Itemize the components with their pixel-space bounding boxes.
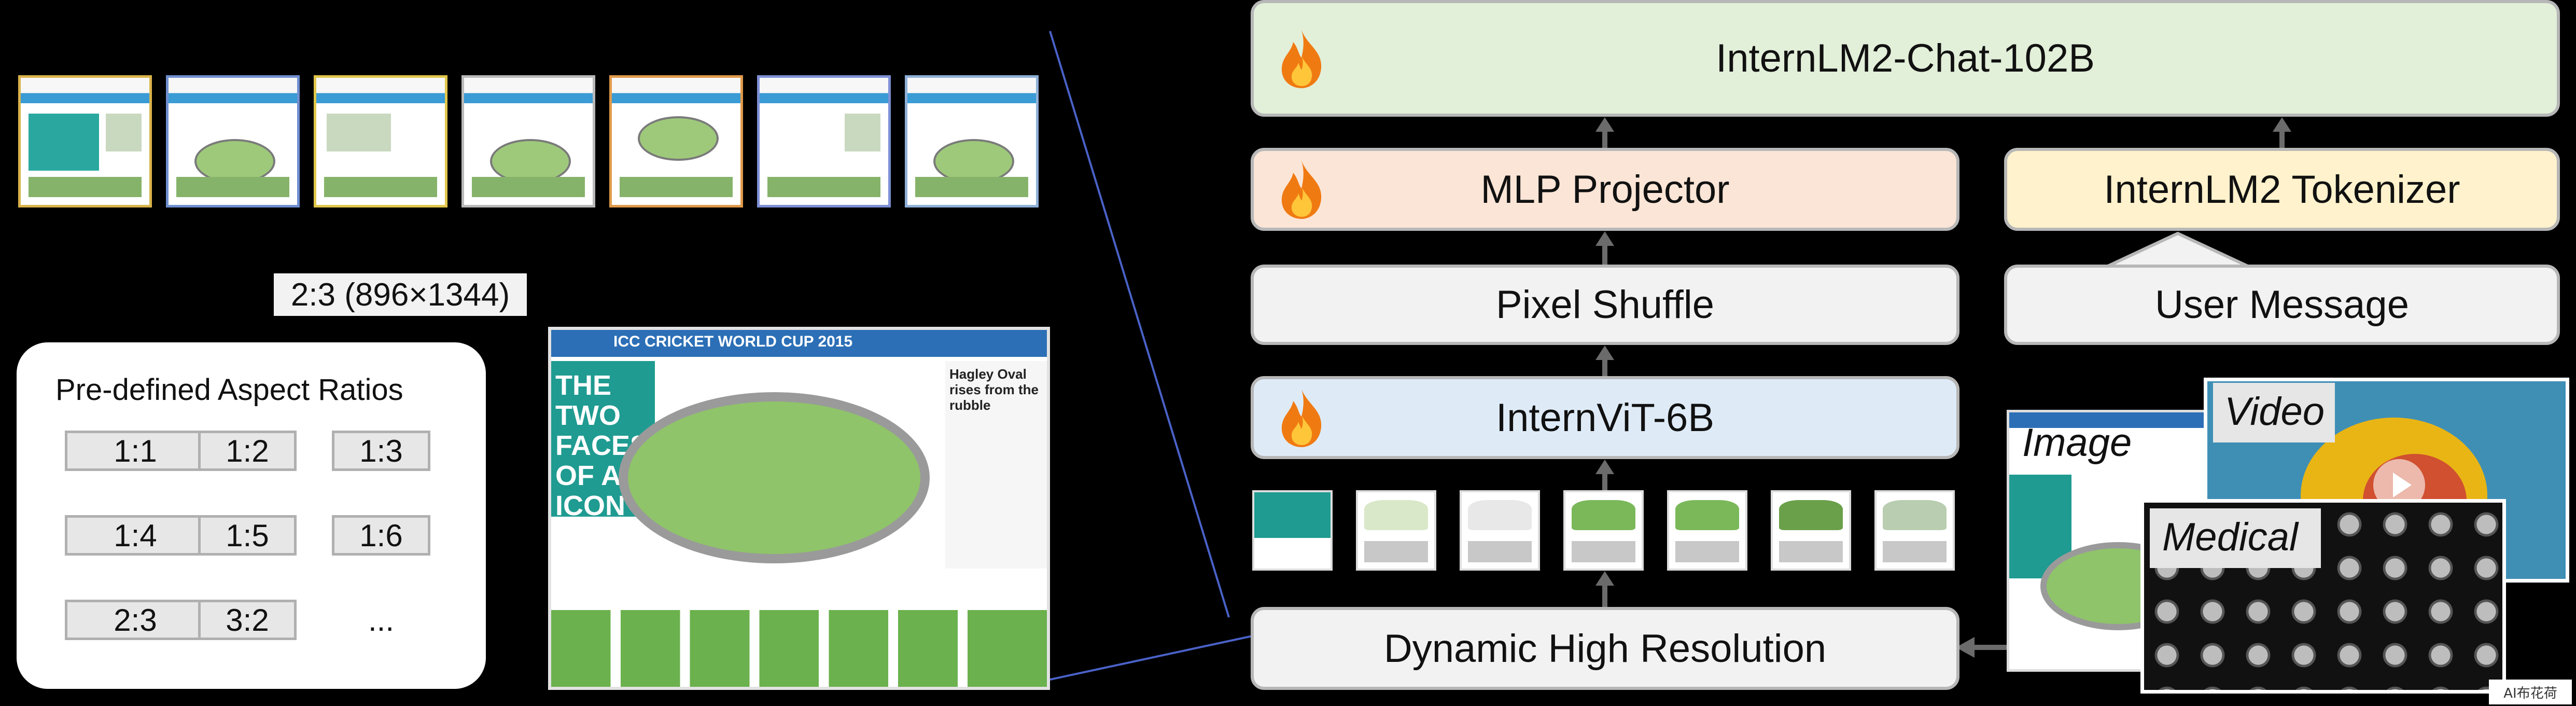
tile-thumbnail	[461, 75, 595, 207]
tile-thumbnail	[609, 75, 743, 207]
ratio-option[interactable]: 1:6	[332, 515, 430, 556]
ratio-option[interactable]: 1:1	[65, 431, 206, 471]
modality-video-label: Video	[2224, 390, 2325, 434]
image-tile	[1667, 490, 1747, 571]
tile-thumbnail	[905, 75, 1039, 207]
ratio-option[interactable]: 1:2	[198, 431, 297, 471]
flame-icon	[1281, 30, 1322, 88]
user-message-label: User Message	[2155, 283, 2409, 327]
modality-video-label-bg	[2213, 383, 2335, 442]
ratio-option[interactable]: 1:4	[65, 515, 206, 556]
connector-bottom	[1049, 634, 1255, 681]
watermark: AI布花荷	[2489, 680, 2572, 704]
arrow-dynamic-to-tiles	[1602, 584, 1607, 607]
arrow-projector-to-llm	[1602, 130, 1607, 148]
image-tile	[1563, 490, 1644, 571]
dynamic-resolution-label: Dynamic High Resolution	[1383, 626, 1827, 671]
vit-label: InternViT-6B	[1495, 395, 1715, 440]
image-bottom-strip	[551, 610, 1047, 687]
ratio-option[interactable]: 2:3	[65, 600, 206, 640]
aspect-ratios-panel: Pre-defined Aspect Ratios 1:1 1:2 1:3 1:…	[17, 342, 486, 689]
pixel-shuffle-label: Pixel Shuffle	[1495, 283, 1715, 327]
modality-medical-label: Medical	[2162, 515, 2298, 559]
modality-image-label: Image	[2022, 421, 2132, 465]
image-banner	[551, 330, 1047, 357]
arrow-tokenizer-to-llm	[2279, 130, 2285, 148]
arrow-tiles-to-vit	[1602, 472, 1607, 490]
aspect-ratios-title: Pre-defined Aspect Ratios	[55, 373, 403, 407]
user-message-pointer	[2100, 231, 2256, 270]
flame-icon	[1281, 389, 1322, 447]
ratio-option[interactable]: 3:2	[198, 600, 297, 640]
image-side-column	[945, 361, 1047, 569]
pixel-shuffle-box: Pixel Shuffle	[1251, 265, 1959, 345]
arrow-shuffle-to-projector	[1602, 244, 1607, 265]
tokenizer-box: InternLM2 Tokenizer	[2004, 148, 2560, 231]
image-tile	[1771, 490, 1851, 571]
image-tile	[1252, 490, 1333, 571]
watermark-text: AI布花荷	[2503, 685, 2557, 701]
llm-box: InternLM2-Chat-102B	[1251, 0, 2560, 117]
tile-thumbnail	[18, 75, 152, 207]
modality-medical-label-bg	[2150, 508, 2321, 568]
connector-top	[1049, 31, 1230, 618]
projector-box: MLP Projector	[1251, 148, 1959, 231]
flame-icon	[1281, 161, 1322, 219]
dynamic-resolution-box: Dynamic High Resolution	[1251, 607, 1959, 690]
tile-thumbnail	[314, 75, 447, 207]
image-side-heading: Hagley Oval rises from the rubble	[949, 366, 1039, 413]
projector-label: MLP Projector	[1480, 167, 1730, 212]
ratio-option[interactable]: 1:3	[332, 431, 430, 471]
image-tile	[1874, 490, 1955, 571]
resized-input-image: ICC CRICKET WORLD CUP 2015 THE TWO FACES…	[548, 327, 1050, 690]
ratio-option[interactable]: 1:5	[198, 515, 297, 556]
vit-box: InternViT-6B	[1251, 376, 1959, 459]
user-message-box: User Message	[2004, 265, 2560, 345]
tokenizer-label: InternLM2 Tokenizer	[2104, 167, 2460, 212]
ratio-ellipsis: ...	[368, 602, 394, 638]
image-tile	[1460, 490, 1540, 571]
image-banner-text: ICC CRICKET WORLD CUP 2015	[613, 333, 853, 350]
image-stadium	[619, 392, 930, 563]
tile-thumbnail	[166, 75, 300, 207]
tile-thumbnail	[757, 75, 891, 207]
arrow-modality-head	[1956, 637, 1975, 658]
image-tile	[1356, 490, 1436, 571]
arrow-vit-to-shuffle	[1602, 358, 1607, 376]
selected-ratio-label: 2:3 (896×1344)	[274, 273, 527, 316]
llm-label: InternLM2-Chat-102B	[1716, 36, 2095, 80]
